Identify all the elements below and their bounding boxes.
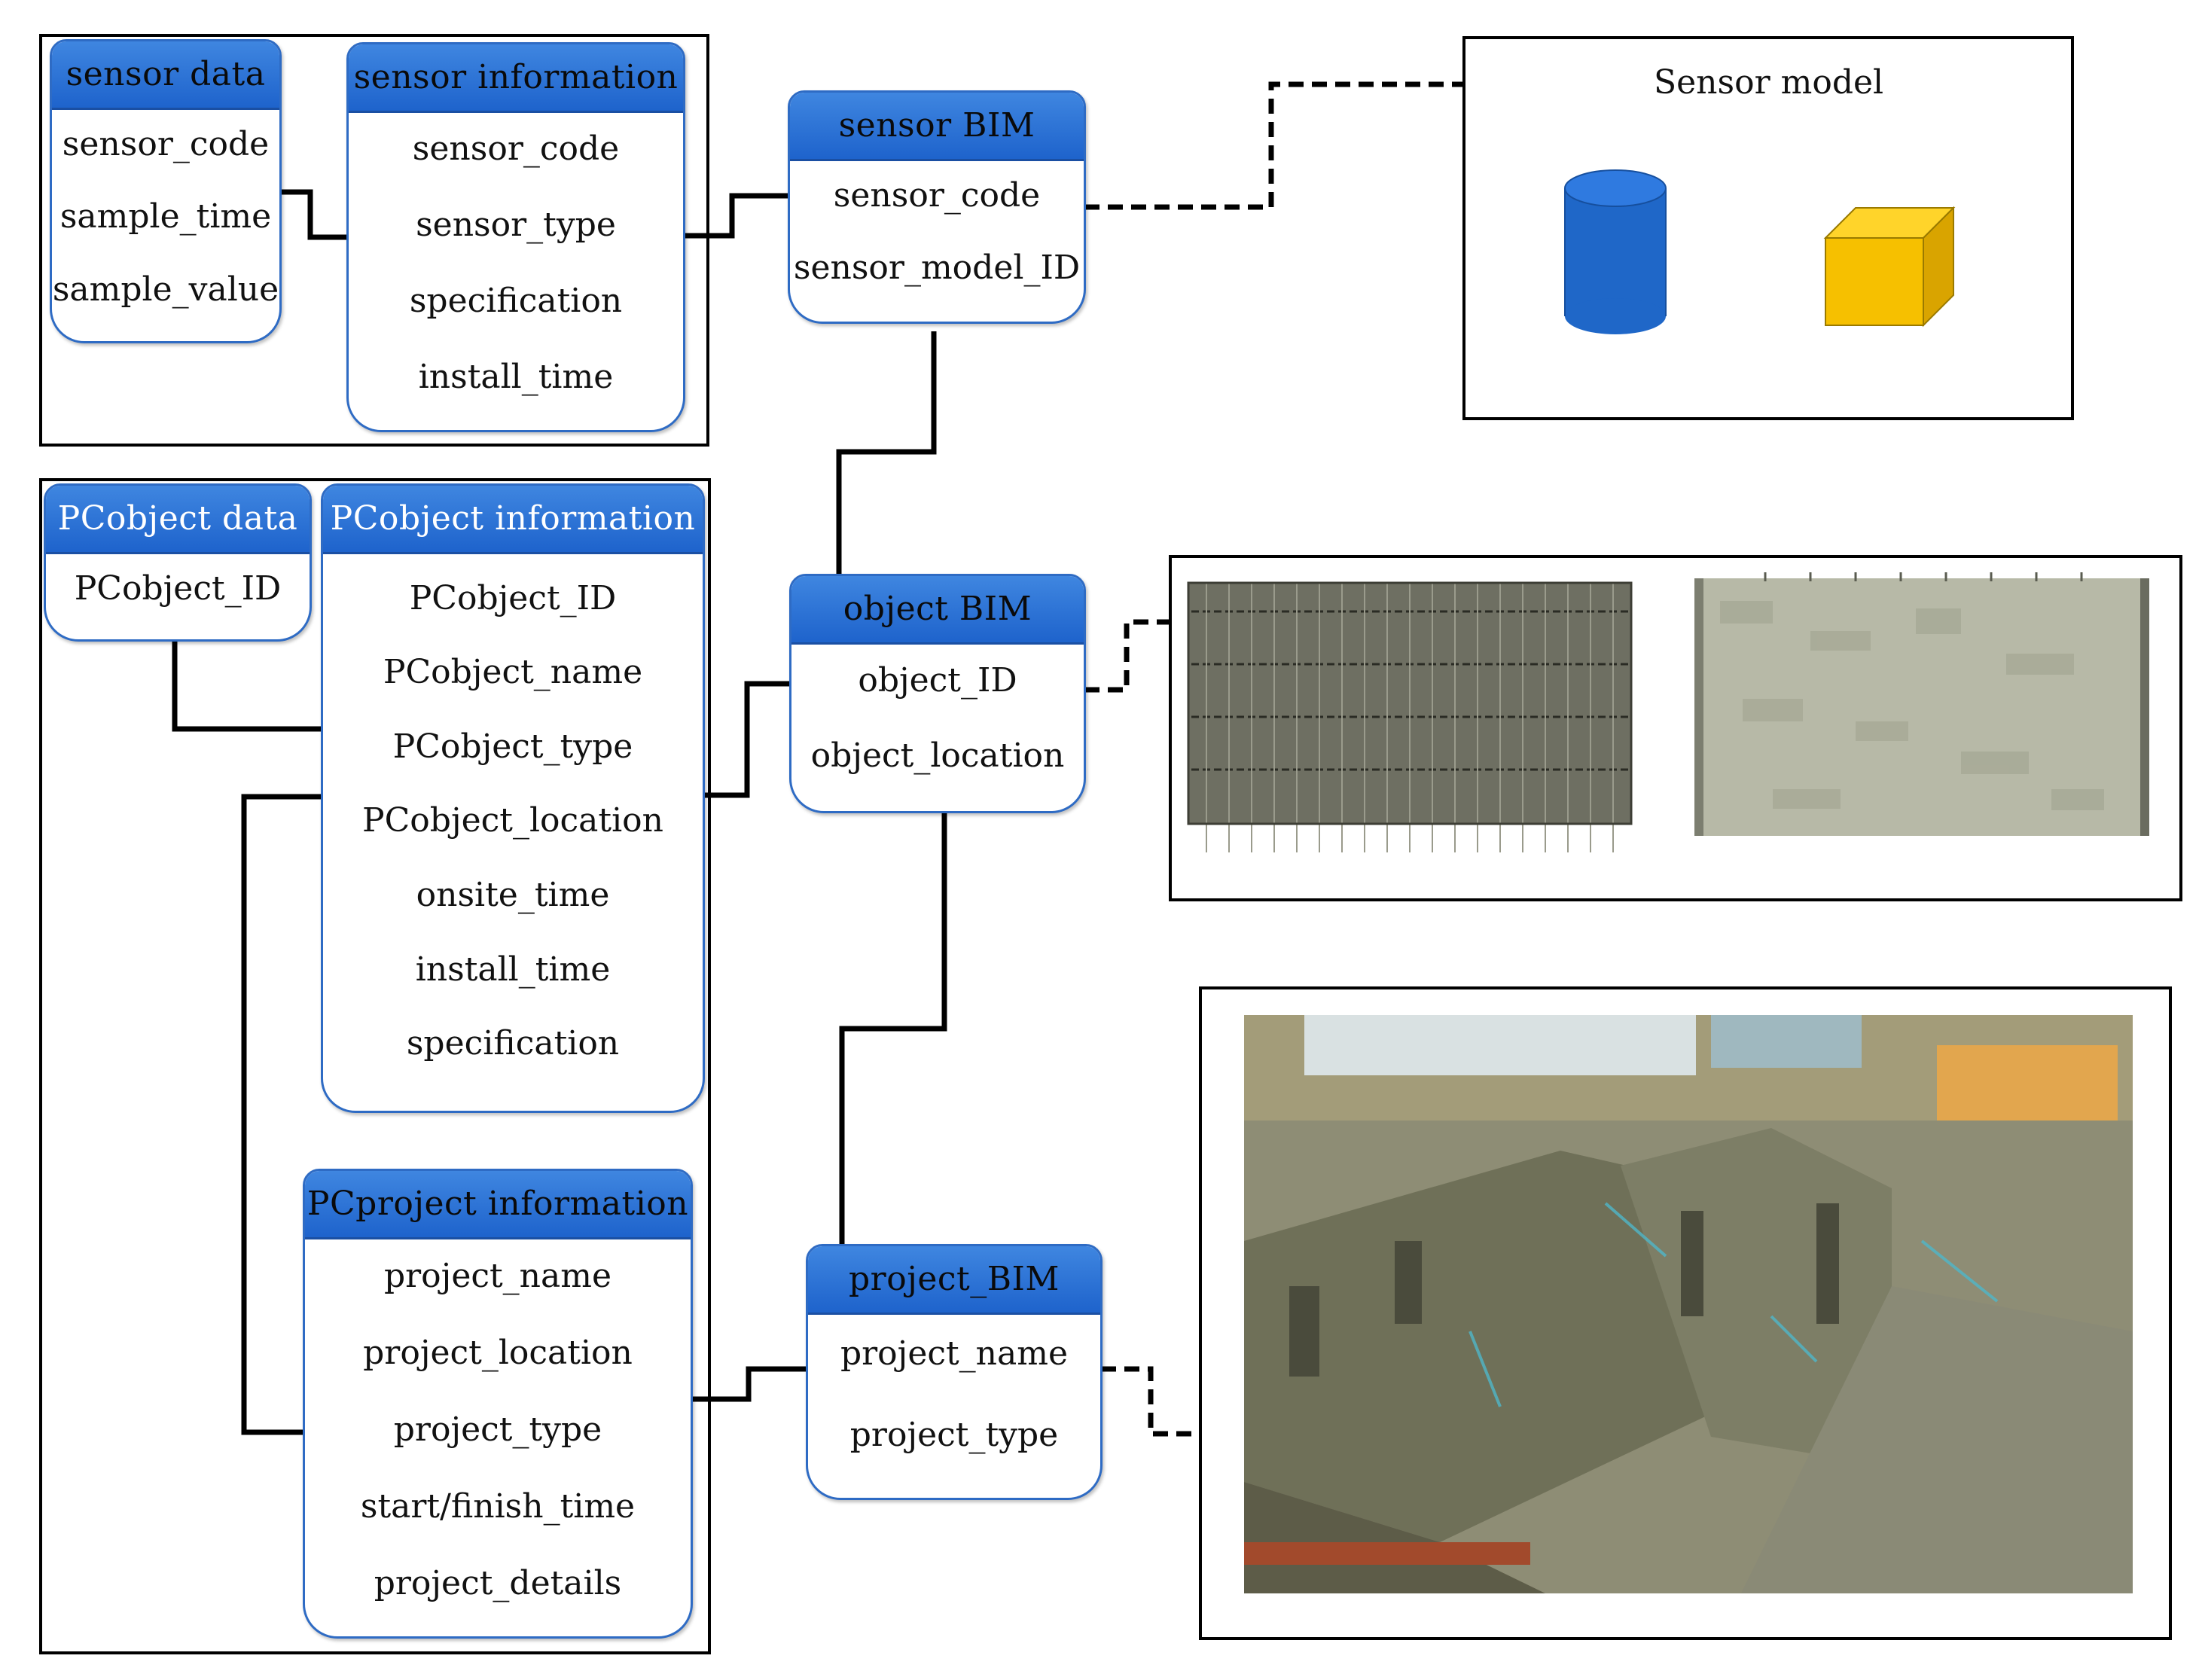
field-install-time: install_time xyxy=(415,950,611,989)
field-sensor-code: sensor_code xyxy=(62,124,270,163)
entity-sensor-bim-title: sensor BIM xyxy=(790,93,1084,161)
entity-object-bim: object BIM object_ID object_location xyxy=(789,574,1086,813)
field-specification: specification xyxy=(406,1024,620,1063)
field-pcobject-type: PCobject_type xyxy=(392,727,633,766)
sensor-model-caption: Sensor model xyxy=(1654,63,1884,102)
project-model-frame xyxy=(1199,986,2172,1640)
link-sensor-bim-to-object-bim xyxy=(836,331,937,574)
entity-object-bim-title: object BIM xyxy=(791,576,1084,645)
cube-sensor-icon xyxy=(1823,206,1956,328)
field-sensor-code: sensor_code xyxy=(412,130,620,168)
field-project-location: project_location xyxy=(363,1333,633,1372)
link-project-bim-to-site-image xyxy=(1101,1366,1202,1437)
entity-sensor-information-title: sensor information xyxy=(349,44,683,113)
field-sensor-model-id: sensor_model_ID xyxy=(793,248,1081,287)
link-pcobject-information-to-object-bim xyxy=(705,681,789,798)
field-project-type: project_type xyxy=(393,1410,602,1449)
field-sensor-code: sensor_code xyxy=(833,175,1041,215)
link-object-bim-to-panel-image xyxy=(1084,619,1173,693)
entity-pcproject-information: PCproject information project_name proje… xyxy=(303,1169,693,1639)
construction-site-3d-image xyxy=(1244,1015,2133,1593)
field-project-type: project_type xyxy=(849,1415,1059,1454)
sensor-group-frame xyxy=(39,34,709,447)
field-object-location: object_location xyxy=(810,736,1065,775)
field-sample-time: sample_time xyxy=(59,197,272,236)
field-pcobject-name: PCobject_name xyxy=(383,653,643,692)
field-onsite-time: onsite_time xyxy=(416,876,610,915)
entity-pcobject-data: PCobject data PCobject_ID xyxy=(44,483,312,642)
precast-panel-frame xyxy=(1169,555,2182,901)
field-start-finish-time: start/finish_time xyxy=(360,1486,636,1526)
entity-sensor-data-title: sensor data xyxy=(52,41,279,110)
entity-sensor-data: sensor data sensor_code sample_time samp… xyxy=(50,39,282,343)
link-pcobject-data-to-information xyxy=(172,642,321,732)
precast-panel-finished-image xyxy=(1694,572,2149,836)
entity-pcobject-information-title: PCobject information xyxy=(323,486,703,554)
field-object-id: object_ID xyxy=(858,660,1017,700)
entity-pcobject-information: PCobject information PCobject_ID PCobjec… xyxy=(321,483,705,1113)
field-specification: specification xyxy=(409,282,623,320)
field-project-name: project_name xyxy=(383,1256,612,1295)
entity-sensor-bim: sensor BIM sensor_code sensor_model_ID xyxy=(788,90,1086,324)
field-project-name: project_name xyxy=(840,1334,1069,1373)
entity-project-bim-title: project_BIM xyxy=(808,1246,1100,1315)
pcobject-group-frame xyxy=(39,478,711,1654)
field-pcobject-id: PCobject_ID xyxy=(74,569,282,608)
link-sensor-data-to-information xyxy=(282,189,348,240)
precast-panel-rebar-image xyxy=(1187,581,1633,852)
field-pcobject-id: PCobject_ID xyxy=(409,578,617,617)
entity-pcproject-information-title: PCproject information xyxy=(305,1171,691,1239)
entity-pcobject-data-title: PCobject data xyxy=(46,486,310,554)
entity-sensor-information: sensor information sensor_code sensor_ty… xyxy=(346,42,685,432)
sensor-model-frame xyxy=(1462,36,2074,420)
field-install-time: install_time xyxy=(418,358,614,396)
cylinder-sensor-icon xyxy=(1564,169,1667,334)
link-sensor-information-to-bim xyxy=(684,193,788,239)
field-sensor-type: sensor_type xyxy=(416,206,616,244)
field-sample-value: sample_value xyxy=(52,270,279,309)
entity-project-bim: project_BIM project_name project_type xyxy=(806,1244,1103,1500)
link-pcobject-information-to-pcproject xyxy=(241,794,321,1435)
link-sensor-bim-to-sensor-model xyxy=(1084,81,1462,210)
link-object-bim-to-project-bim xyxy=(839,813,947,1244)
field-project-details: project_details xyxy=(374,1563,622,1602)
field-pcobject-location: PCobject_location xyxy=(362,801,663,840)
link-pcproject-to-project-bim xyxy=(691,1366,806,1402)
